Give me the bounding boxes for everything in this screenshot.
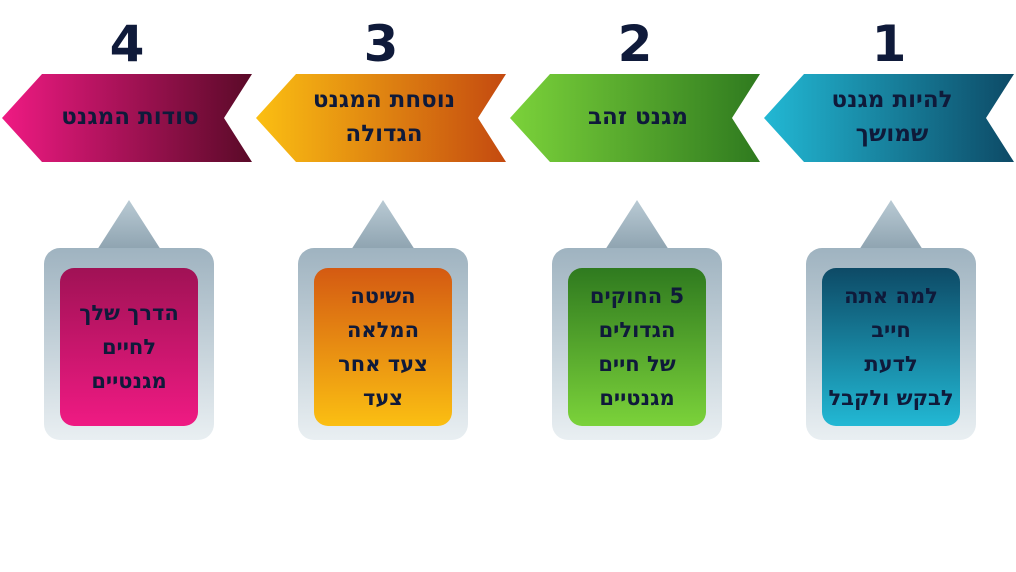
step-banner: סודות המגנט [2, 74, 252, 162]
step-banner: מגנט זהב [510, 74, 760, 162]
step-card-inner [568, 268, 706, 426]
step-title: סודות המגנט [61, 104, 199, 130]
step-title: להיות מגנט שמושך [831, 87, 953, 147]
step-card: 5 החוקים הגדולים של חיים מגנטיים [548, 198, 726, 444]
step-body: השיטה המלאה צעד אחר צעד [338, 284, 428, 410]
step-3: 3 נוסחת המגנט הגדולה השיטה המלאה צעד אחר… [254, 0, 508, 572]
step-card-inner [60, 268, 198, 426]
step-1: 1 להיות מגנט שמושך למה אתה חייב לדעת לבק… [762, 0, 1016, 572]
step-banner: להיות מגנט שמושך [764, 74, 1014, 162]
step-number: 2 [617, 15, 653, 73]
step-number: 4 [109, 15, 145, 73]
step-card: הדרך שלך לחיים מגנטיים [40, 198, 218, 444]
step-body: הדרך שלך לחיים מגנטיים [79, 301, 179, 393]
step-2: 2 מגנט זהב 5 החוקים הגדולים של חיים מגנט… [508, 0, 762, 572]
step-title: מגנט זהב [588, 104, 689, 130]
step-card-inner [314, 268, 452, 426]
step-banner: נוסחת המגנט הגדולה [256, 74, 506, 162]
step-number: 1 [871, 15, 907, 73]
step-4: 4 סודות המגנט הדרך שלך לחיים מגנטיים [0, 0, 254, 572]
step-body: למה אתה חייב לדעת לבקש ולקבל [828, 284, 954, 410]
step-card-inner [822, 268, 960, 426]
step-card: למה אתה חייב לדעת לבקש ולקבל [802, 198, 980, 444]
step-number: 3 [363, 15, 399, 73]
step-body: 5 החוקים הגדולים של חיים מגנטיים [589, 284, 685, 410]
step-title: נוסחת המגנט הגדולה [312, 87, 456, 147]
step-card: השיטה המלאה צעד אחר צעד [294, 198, 472, 444]
